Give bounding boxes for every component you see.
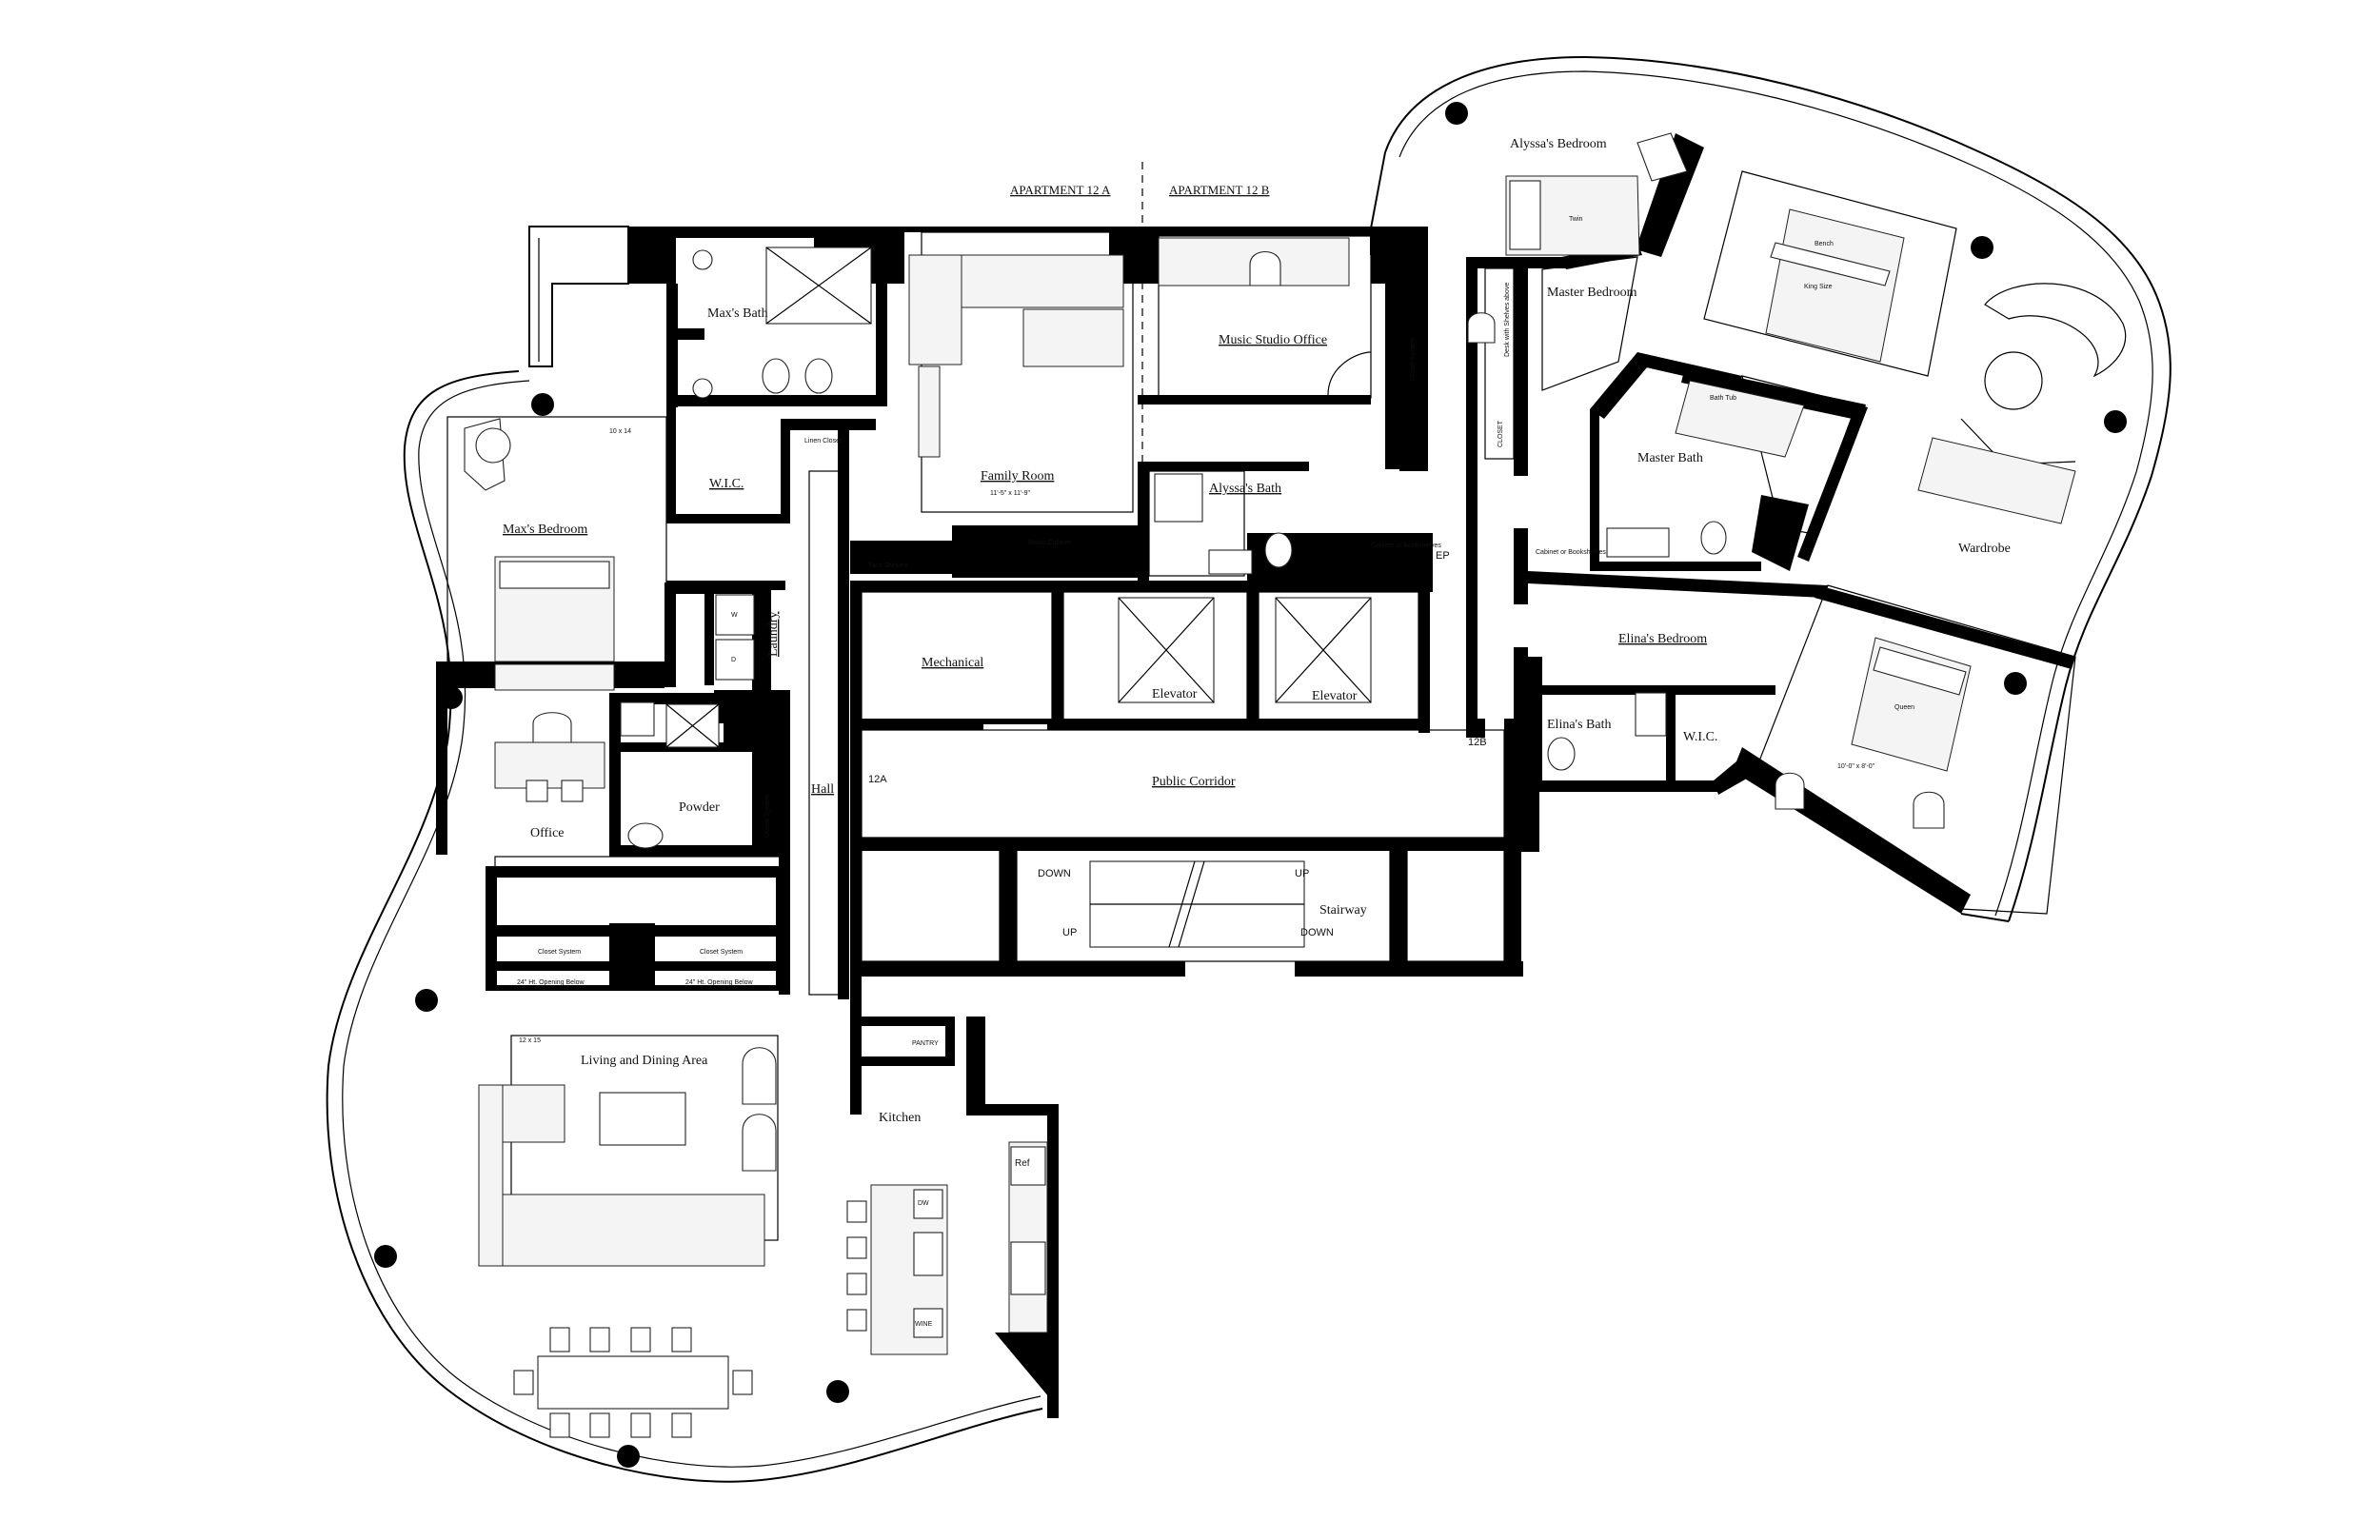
- east-facade-curve-inner: [1398, 70, 2153, 917]
- column: [2004, 672, 2027, 695]
- room-hall: Hall: [811, 782, 834, 797]
- east-facade-right-edge: [1960, 913, 2010, 922]
- interior-lines: [446, 162, 2076, 996]
- room-master-bath: Master Bath: [1637, 451, 1703, 465]
- room-wic-elina: W.I.C.: [1683, 730, 1717, 744]
- label-desk-shelves: Desk with Shelves above: [1504, 283, 1511, 357]
- room-alyssas-bedroom: Alyssa's Bedroom: [1510, 137, 1607, 151]
- label-bath-tub: Bath Tub: [1710, 395, 1736, 402]
- west-balcony-curve: [326, 370, 1043, 1483]
- apartment-12a-label: APARTMENT 12 A: [1010, 183, 1111, 197]
- label-queen-dim: 10'-0" x 8'-0": [1837, 763, 1875, 770]
- north-west-balcony: [528, 226, 629, 367]
- label-bench: Bench: [1815, 241, 1834, 247]
- column: [1971, 236, 1993, 259]
- column: [1445, 102, 1468, 125]
- column: [531, 393, 554, 416]
- label-closet-system-4: Closet System: [700, 949, 743, 956]
- label-closet-system-3: Closet System: [538, 949, 581, 956]
- label-opening-2: 24" Ht. Opening Below: [685, 979, 754, 986]
- label-king-size: King Size: [1804, 284, 1833, 290]
- label-queen: Queen: [1894, 704, 1914, 711]
- room-music-studio-office: Music Studio Office: [1219, 333, 1327, 347]
- column: [826, 1380, 849, 1403]
- room-master-bedroom: Master Bedroom: [1547, 286, 1637, 300]
- label-medic-cabinet: Medic Cabinet: [1028, 540, 1071, 546]
- room-elinas-bedroom: Elina's Bedroom: [1618, 632, 1707, 646]
- label-up-2: UP: [1295, 868, 1309, 879]
- room-maxs-bedroom: Max's Bedroom: [503, 523, 587, 537]
- room-elevator-2: Elevator: [1312, 689, 1358, 703]
- column: [374, 1245, 397, 1268]
- label-wine: WINE: [915, 1321, 933, 1328]
- label-closet: CLOSET: [1497, 420, 1504, 447]
- room-office: Office: [530, 826, 565, 840]
- label-12a: 12A: [868, 774, 887, 785]
- column: [415, 989, 438, 1012]
- label-family-dim: 11'-5" x 11'-9": [990, 490, 1031, 497]
- label-yarn-shelves: Yarn Shelves: [868, 563, 908, 569]
- label-cabinet-bookshelves-1: Cabinet or Bookshelves: [1371, 543, 1441, 549]
- label-closet-system-2: Closet System: [764, 795, 771, 838]
- columns: [374, 102, 2127, 1468]
- room-public-corridor: Public Corridor: [1152, 775, 1236, 789]
- apartment-12b-label: APARTMENT 12 B: [1169, 183, 1270, 197]
- labels: APARTMENT 12 A APARTMENT 12 B Alyssa's B…: [503, 137, 2011, 1328]
- label-linen-closet: Linen Closet: [804, 438, 842, 444]
- east-facade-curve: [1384, 55, 2172, 922]
- label-closet-system-1: Closet System: [1410, 338, 1417, 381]
- label-12b: 12B: [1468, 737, 1487, 748]
- label-down-2: DOWN: [1300, 927, 1334, 938]
- label-pantry: PANTRY: [912, 1040, 939, 1047]
- label-living-dim: 12 x 15: [519, 1037, 541, 1044]
- room-laundry: Laundry: [766, 612, 781, 657]
- label-twin: Twin: [1569, 216, 1583, 223]
- west-balcony-curve-inner: [342, 380, 1041, 1468]
- room-maxs-bath: Max's Bath: [707, 306, 768, 321]
- label-cabinet-bookshelves-2: Cabinet or Bookshelves: [1536, 549, 1606, 556]
- column: [2104, 410, 2127, 433]
- master-bed-rug: [1703, 170, 1957, 377]
- room-alyssas-bath: Alyssa's Bath: [1209, 482, 1281, 496]
- furniture: [464, 132, 2127, 1438]
- room-elinas-bath: Elina's Bath: [1547, 718, 1611, 732]
- label-ref: Ref: [1015, 1158, 1030, 1169]
- label-down-1: DOWN: [1038, 868, 1071, 879]
- room-mechanical: Mechanical: [922, 656, 983, 670]
- east-walls: [1485, 133, 2075, 914]
- room-living-dining: Living and Dining Area: [581, 1054, 708, 1068]
- label-max-dim: 10 x 14: [609, 428, 631, 435]
- label-ep: EP: [1436, 550, 1450, 562]
- label-washer: W: [731, 612, 738, 619]
- room-wardrobe: Wardrobe: [1958, 542, 2011, 556]
- label-dryer: D: [731, 657, 736, 663]
- room-powder: Powder: [679, 800, 720, 815]
- room-kitchen: Kitchen: [879, 1111, 921, 1125]
- room-elevator-1: Elevator: [1152, 687, 1198, 701]
- label-opening-1: 24" Ht. Opening Below: [517, 979, 585, 986]
- label-up-1: UP: [1062, 927, 1077, 938]
- walls: [436, 227, 1533, 1418]
- room-family-room: Family Room: [981, 469, 1055, 484]
- label-dw: DW: [918, 1200, 929, 1207]
- column: [617, 1445, 640, 1468]
- room-stairway: Stairway: [1319, 903, 1367, 918]
- room-wic-max: W.I.C.: [709, 477, 744, 491]
